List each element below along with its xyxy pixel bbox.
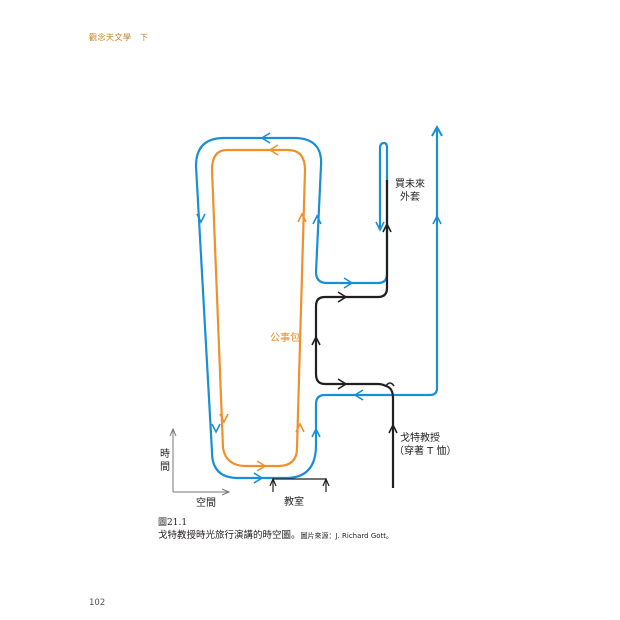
time-axis-char2: 間 [160, 462, 170, 473]
blue-direction-arrows [196, 132, 442, 484]
future-coat-label-line1: 買未來 [395, 179, 425, 190]
professor-label: 戈特教授 （穿著 T 恤） [394, 432, 456, 458]
black-bump [385, 382, 395, 387]
figure-number: 圖21.1 [158, 518, 188, 528]
time-axis-label: 時 間 [160, 448, 172, 474]
blue-worldline-tail [390, 128, 439, 397]
page-number: 102 [89, 598, 106, 608]
space-axis-label: 空間 [196, 498, 216, 509]
running-head: 觀念天文學 下 [89, 33, 149, 42]
black-direction-arrows [311, 222, 398, 434]
black-worldline [314, 180, 395, 488]
classroom-label: 教室 [284, 497, 304, 508]
professor-label-line1: 戈特教授 [400, 433, 440, 444]
classroom-bracket [269, 477, 330, 492]
axes [169, 427, 231, 496]
briefcase-label: 公事包 [270, 333, 300, 344]
figure-caption-text: 戈特教授時光旅行演講的時空圖。 [158, 530, 301, 541]
orange-direction-arrows [219, 144, 307, 472]
orange-briefcase-loop [210, 148, 307, 468]
future-coat-label-line2: 外套 [400, 192, 420, 203]
figure-credit: 圖片來源：J. Richard Gott。 [300, 532, 394, 540]
blue-worldline-loop [194, 136, 390, 480]
professor-label-line2: （穿著 T 恤） [394, 446, 457, 457]
figure-caption: 戈特教授時光旅行演講的時空圖。圖片來源：J. Richard Gott。 [158, 527, 393, 541]
blue-top-arrowhead [431, 124, 443, 137]
time-axis-char1: 時 [160, 449, 170, 460]
future-coat-label: 買未來 外套 [395, 178, 425, 204]
